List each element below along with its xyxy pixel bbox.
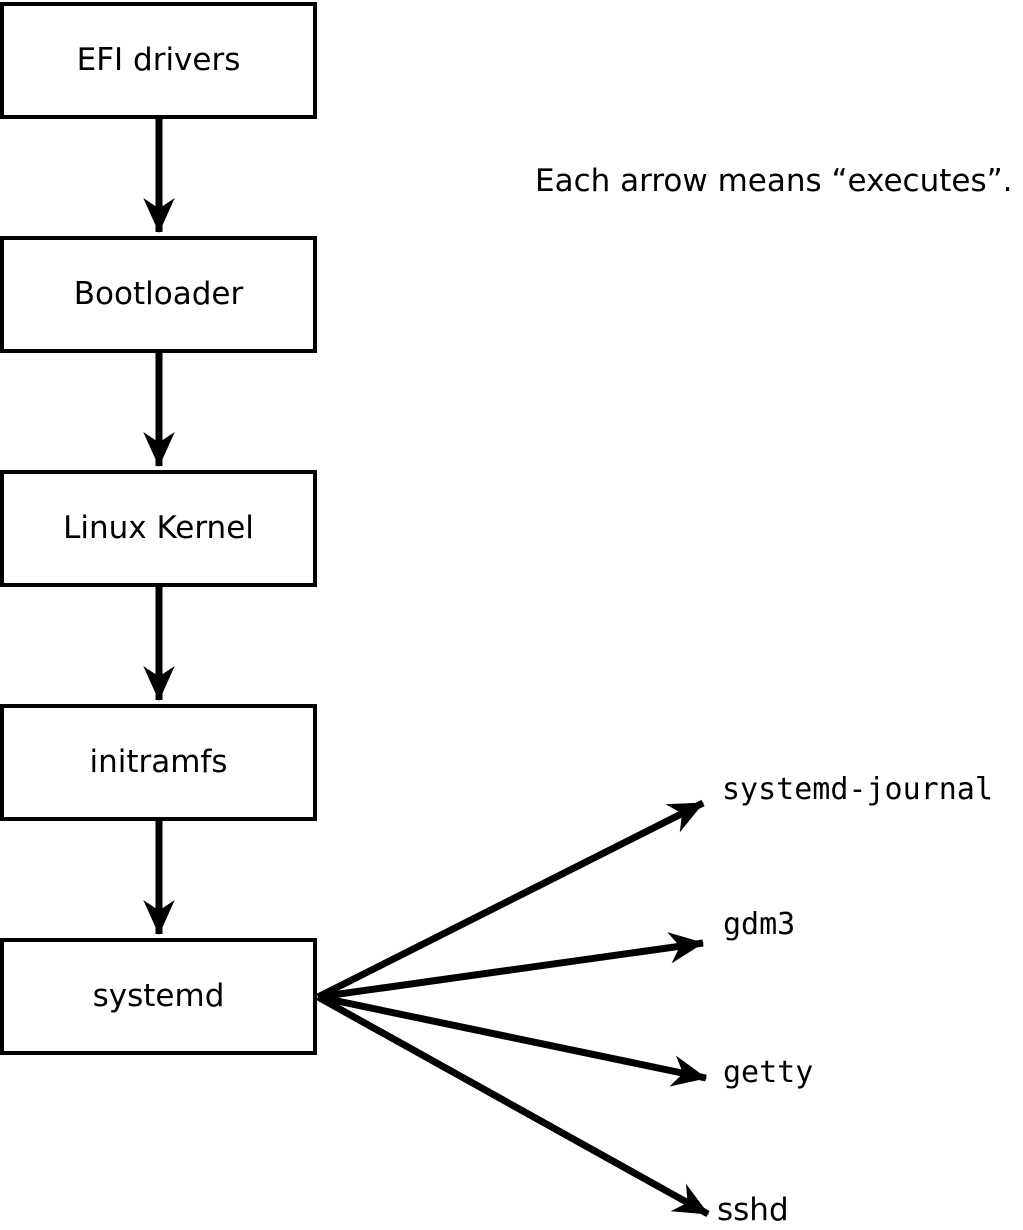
- label-gdm3: gdm3: [723, 907, 796, 942]
- box-initramfs: initramfs: [0, 704, 317, 821]
- box-systemd: systemd: [0, 938, 317, 1055]
- box-bootloader-label: Bootloader: [73, 276, 244, 312]
- box-linux-kernel-label: Linux Kernel: [63, 510, 254, 546]
- arrow-systemd-to-getty: [317, 993, 708, 1087]
- box-systemd-label: systemd: [92, 978, 225, 1014]
- label-getty: getty: [723, 1055, 814, 1090]
- box-initramfs-label: initramfs: [89, 744, 228, 780]
- box-bootloader: Bootloader: [0, 236, 317, 353]
- box-linux-kernel: Linux Kernel: [0, 470, 317, 587]
- arrow-systemd-to-journal: [316, 799, 705, 1001]
- arrow-meaning-note: Each arrow means “executes”.: [535, 163, 1013, 199]
- box-efi-drivers: EFI drivers: [0, 2, 317, 119]
- arrow-systemd-to-sshd: [316, 993, 710, 1218]
- box-efi-drivers-label: EFI drivers: [76, 42, 241, 78]
- arrow-systemd-to-gdm3: [317, 932, 705, 1001]
- label-sshd: sshd: [717, 1192, 789, 1228]
- label-systemd-journal: systemd-journal: [722, 772, 993, 807]
